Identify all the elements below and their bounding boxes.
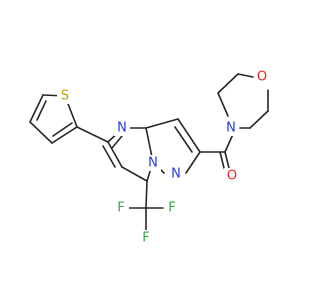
- bond: [52, 122, 73, 137]
- bond: [177, 118, 201, 153]
- atom-N-pyrimidine: N: [117, 121, 127, 136]
- bond: [249, 110, 269, 129]
- bond: [107, 141, 123, 168]
- bond: [29, 121, 53, 144]
- atom-O-ring: O: [257, 70, 267, 85]
- bond: [217, 92, 229, 117]
- bond: [185, 151, 201, 174]
- atom-F-left: F: [117, 201, 124, 216]
- bond: [76, 126, 109, 143]
- bond: [51, 126, 78, 144]
- bond: [111, 135, 123, 149]
- bond: [121, 166, 148, 182]
- atom-labels: S O O N N N N F F F: [57, 69, 270, 246]
- atom-F-bottom: F: [142, 231, 149, 246]
- atom-F-right: F: [168, 201, 175, 216]
- atom-N-bridge: N: [148, 156, 158, 171]
- bond: [29, 94, 44, 123]
- atom-N-morpholine: N: [226, 121, 236, 136]
- bond: [224, 151, 230, 169]
- bond: [237, 73, 254, 78]
- atom-N-pyrazole: N: [171, 167, 181, 182]
- bond: [36, 100, 47, 121]
- bond: [217, 73, 239, 94]
- atom-O-carbonyl: O: [227, 169, 237, 184]
- molecule-svg: S O O N N N N F F F: [29, 69, 270, 246]
- atom-S: S: [61, 89, 69, 104]
- bond: [102, 145, 116, 168]
- bond: [145, 118, 179, 129]
- molecule-structure-diagram: S O O N N N N F F F: [29, 69, 270, 246]
- bond: [174, 126, 193, 153]
- bond: [145, 180, 148, 209]
- bond: [219, 151, 225, 169]
